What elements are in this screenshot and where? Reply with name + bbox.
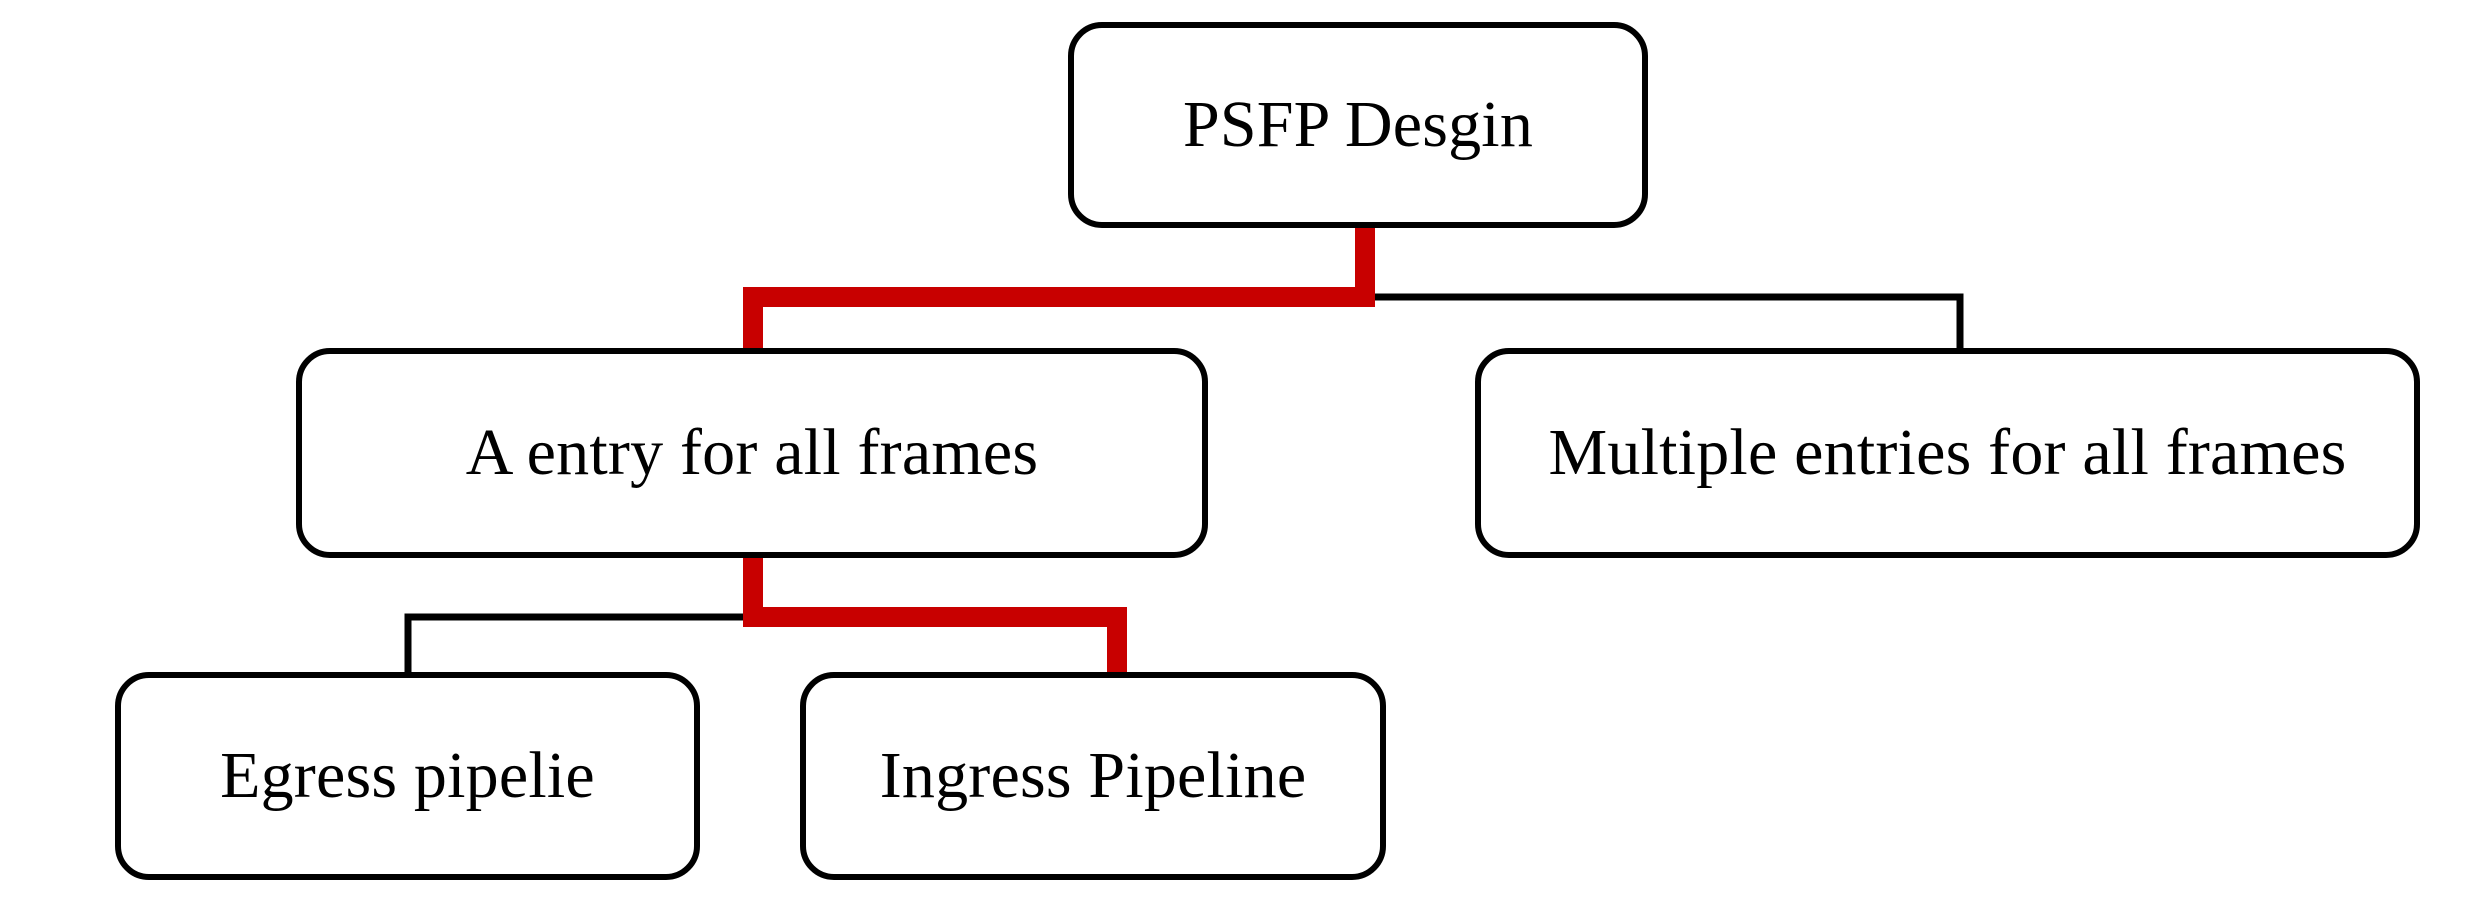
node-multiple-entries-for-all-frames[interactable]: Multiple entries for all frames [1475,348,2420,558]
node-label-egress: Egress pipelie [220,738,595,812]
edge-root-to-single-highlighted [743,228,1375,352]
edge-root-to-multiple [1365,293,1964,350]
node-label-multiple: Multiple entries for all frames [1548,415,2347,489]
edge-single-to-egress [404,613,753,674]
node-label-root: PSFP Desgin [1182,87,1534,161]
node-label-ingress: Ingress Pipeline [879,738,1307,812]
node-egress-pipeline[interactable]: Egress pipelie [115,672,700,880]
node-a-entry-for-all-frames[interactable]: A entry for all frames [296,348,1208,558]
edge-single-to-ingress-highlighted [743,556,1127,676]
node-label-single: A entry for all frames [465,415,1039,489]
node-psfp-design[interactable]: PSFP Desgin [1068,22,1648,228]
node-ingress-pipeline[interactable]: Ingress Pipeline [800,672,1386,880]
